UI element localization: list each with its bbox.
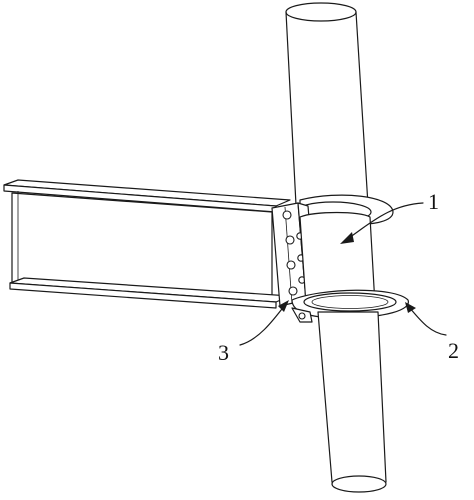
bolt bbox=[285, 235, 295, 245]
column-tube-middle bbox=[299, 211, 376, 306]
callout-label-2: 2 bbox=[448, 338, 459, 363]
lower-flange-ring bbox=[291, 289, 409, 323]
bolt bbox=[298, 312, 306, 320]
bolt bbox=[282, 210, 292, 220]
bolt bbox=[288, 286, 298, 296]
bolt bbox=[286, 260, 296, 270]
column-tube-upper bbox=[285, 2, 369, 206]
callout-label-1: 1 bbox=[428, 189, 439, 214]
callout-leaders bbox=[239, 202, 447, 346]
callout-label-3: 3 bbox=[218, 340, 229, 365]
column-tube-lower bbox=[317, 311, 387, 493]
i-beam bbox=[3, 179, 291, 309]
